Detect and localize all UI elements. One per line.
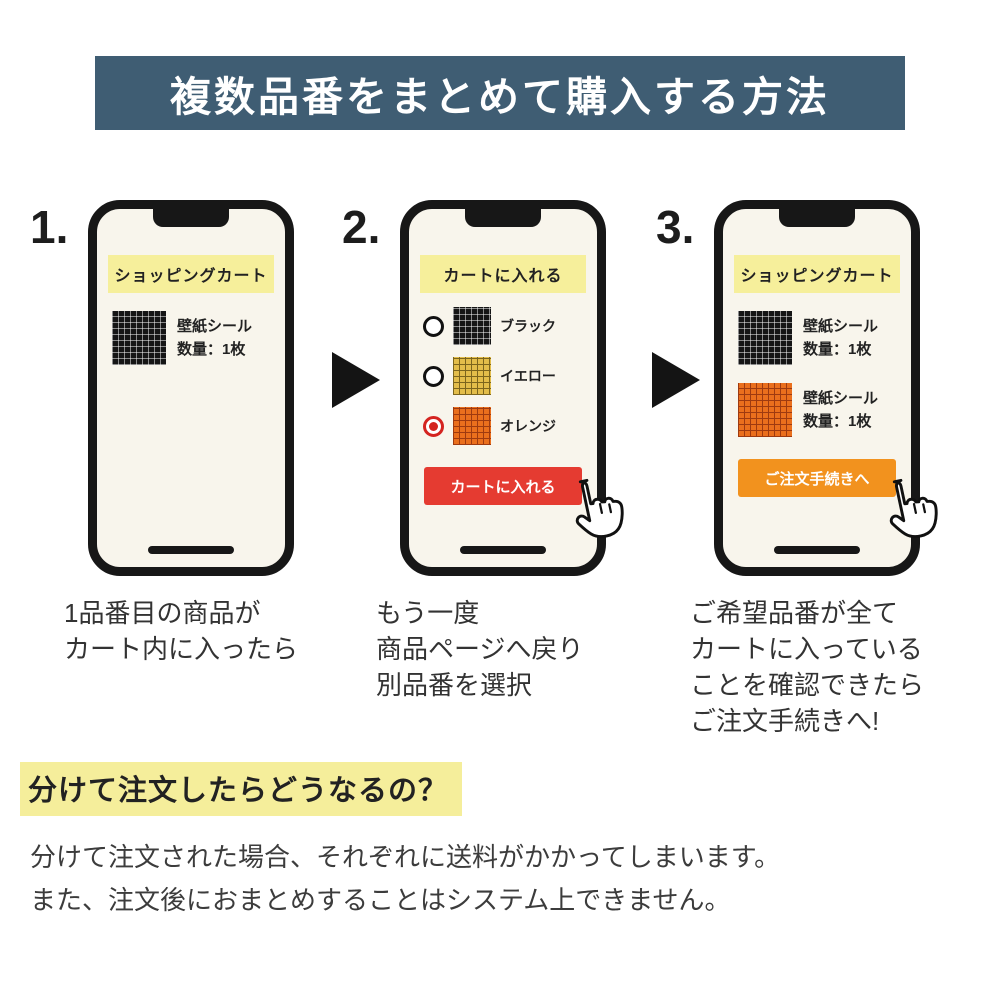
item-name: 壁紙シール bbox=[803, 389, 879, 407]
step-1-number: 1. bbox=[30, 201, 69, 253]
color-options: ブラック イエロー オレンジ bbox=[409, 307, 597, 445]
phone-notch bbox=[465, 209, 541, 227]
step-2: 2. カートに入れる ブラック イエロー オレンジ bbox=[342, 200, 624, 704]
checkout-button[interactable]: ご注文手続きへ bbox=[738, 459, 896, 497]
swatch-yellow-icon bbox=[453, 357, 491, 395]
step-3-number: 3. bbox=[656, 201, 695, 253]
option-row-black[interactable]: ブラック bbox=[423, 307, 591, 345]
swatch-black-icon bbox=[738, 311, 792, 365]
step-3: 3. ショッピングカート 壁紙シール 数量：1枚 壁紙シール 数量：1枚 ご注文… bbox=[656, 200, 938, 740]
option-label: イエロー bbox=[500, 368, 556, 384]
caption-line: 商品ページへ戻り bbox=[376, 633, 584, 664]
step-3-caption: ご希望品番が全て カートに入っている ことを確認できたら ご注文手続きへ! bbox=[690, 596, 925, 740]
step-2-number: 2. bbox=[342, 201, 381, 253]
page-title: 複数品番をまとめて購入する方法 bbox=[170, 74, 830, 120]
item-name: 壁紙シール bbox=[803, 317, 879, 335]
radio-button[interactable] bbox=[423, 315, 444, 337]
step-1-caption: 1品番目の商品が カート内に入ったら bbox=[64, 596, 299, 668]
item-quantity: 数量：1枚 bbox=[803, 341, 872, 358]
caption-line: もう一度 bbox=[376, 598, 480, 628]
cart-item: 壁紙シール 数量：1枚 bbox=[738, 311, 903, 365]
caption-line: 1品番目の商品が bbox=[64, 598, 261, 628]
screen-banner: ショッピングカート bbox=[734, 255, 900, 293]
phone-step-2: カートに入れる ブラック イエロー オレンジ カートに入れる bbox=[400, 200, 624, 576]
footer-heading: 分けて注文したらどうなるの？ bbox=[20, 762, 463, 816]
radio-button-selected[interactable] bbox=[423, 415, 444, 437]
caption-line: カート内に入ったら bbox=[64, 633, 299, 664]
swatch-orange-icon bbox=[738, 383, 792, 437]
header-banner: 複数品番をまとめて購入する方法 bbox=[95, 56, 905, 130]
pointer-hand-icon bbox=[550, 466, 635, 551]
phone-notch bbox=[779, 209, 855, 227]
option-label: ブラック bbox=[500, 318, 556, 334]
home-indicator bbox=[774, 546, 860, 554]
screen-banner: ショッピングカート bbox=[108, 255, 274, 293]
option-row-orange[interactable]: オレンジ bbox=[423, 407, 591, 445]
radio-button[interactable] bbox=[423, 365, 444, 387]
home-indicator bbox=[148, 546, 234, 554]
phone-step-3: ショッピングカート 壁紙シール 数量：1枚 壁紙シール 数量：1枚 ご注文手続き… bbox=[714, 200, 938, 576]
caption-line: 別品番を選択 bbox=[376, 669, 533, 700]
option-label: オレンジ bbox=[500, 418, 556, 434]
option-row-yellow[interactable]: イエロー bbox=[423, 357, 591, 395]
item-quantity: 数量：1枚 bbox=[177, 341, 246, 358]
pointer-hand-icon bbox=[864, 466, 949, 551]
caption-line: ご注文手続きへ! bbox=[690, 705, 880, 736]
swatch-black-icon bbox=[453, 307, 491, 345]
swatch-orange-icon bbox=[453, 407, 491, 445]
cart-item: 壁紙シール 数量：1枚 bbox=[738, 383, 903, 437]
home-indicator bbox=[460, 546, 546, 554]
footer-body-line: 分けて注文された場合、それぞれに送料がかかってしまいます。 bbox=[30, 842, 781, 872]
caption-line: ことを確認できたら bbox=[690, 669, 925, 700]
cart-item: 壁紙シール 数量：1枚 bbox=[112, 311, 277, 365]
phone-step-1: ショッピングカート 壁紙シール 数量：1枚 bbox=[88, 200, 294, 576]
caption-line: カートに入っている bbox=[690, 633, 923, 664]
step-2-caption: もう一度 商品ページへ戻り 別品番を選択 bbox=[376, 596, 606, 704]
footer-body: 分けて注文された場合、それぞれに送料がかかってしまいます。 また、注文後におまと… bbox=[30, 836, 780, 922]
step-1: 1. ショッピングカート 壁紙シール 数量：1枚 1品番目の商品が カート内に入… bbox=[30, 200, 298, 668]
item-name: 壁紙シール bbox=[177, 317, 253, 335]
phone-notch bbox=[153, 209, 229, 227]
add-to-cart-button[interactable]: カートに入れる bbox=[424, 467, 582, 505]
screen-banner: カートに入れる bbox=[420, 255, 586, 293]
step-arrow-icon bbox=[332, 352, 380, 408]
caption-line: ご希望品番が全て bbox=[690, 598, 899, 628]
swatch-black-icon bbox=[112, 311, 166, 365]
item-quantity: 数量：1枚 bbox=[803, 413, 872, 430]
step-arrow-icon bbox=[652, 352, 700, 408]
footer-body-line: また、注文後におまとめすることはシステム上できません。 bbox=[30, 884, 731, 915]
